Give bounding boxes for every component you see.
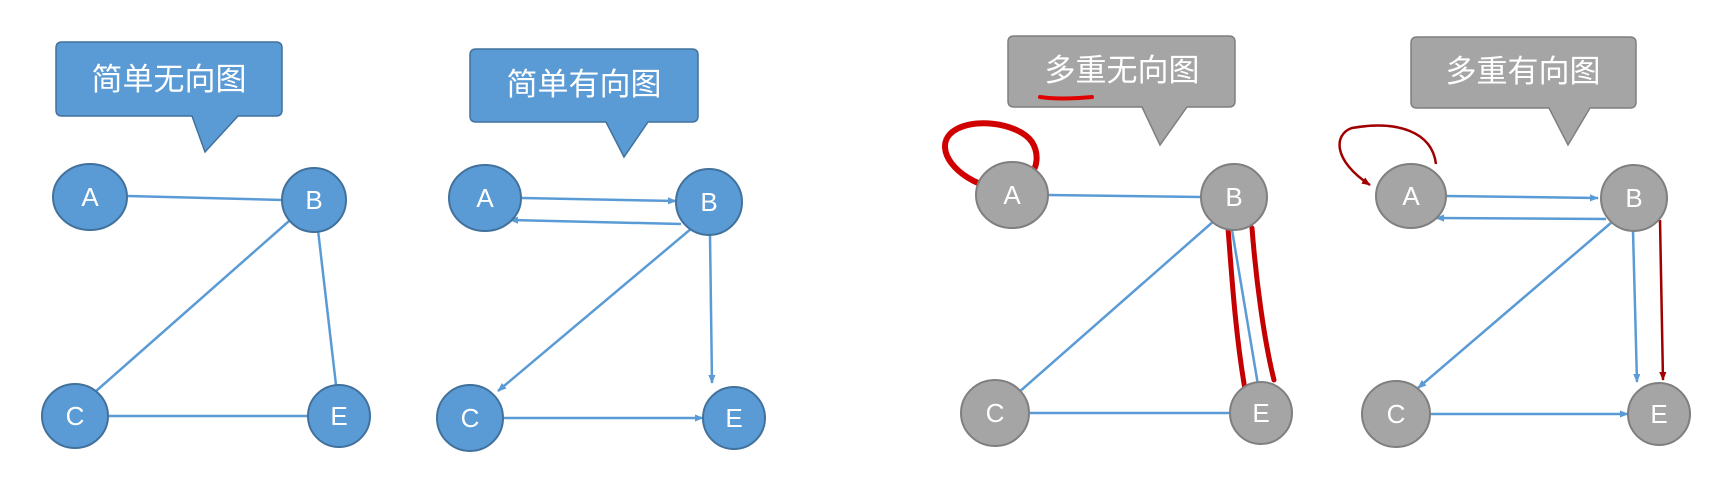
parallel-edge-annotation-1 bbox=[1225, 225, 1249, 398]
node-e: E bbox=[307, 384, 371, 448]
node-label: C bbox=[986, 398, 1005, 428]
callout-multi-directed: 多重有向图 bbox=[1410, 36, 1637, 147]
self-loop-a-annotation bbox=[942, 120, 1040, 191]
node-a: A bbox=[1375, 163, 1447, 229]
node-c: C bbox=[41, 383, 109, 449]
node-label: A bbox=[476, 183, 494, 213]
node-c: C bbox=[1361, 380, 1431, 448]
node-label: C bbox=[1387, 399, 1406, 429]
panel-title: 多重无向图 bbox=[1045, 53, 1200, 89]
edge-b-c bbox=[94, 213, 298, 393]
node-label: E bbox=[330, 401, 347, 431]
node-a: A bbox=[52, 163, 128, 231]
node-b: B bbox=[675, 168, 743, 236]
red-annotations bbox=[1338, 124, 1667, 381]
node-a: A bbox=[448, 164, 522, 232]
node-label: E bbox=[725, 403, 742, 433]
callout-multi-undirected: 多重无向图 bbox=[1007, 35, 1236, 147]
panel-multi-directed: 多重有向图 A B C E bbox=[1338, 36, 1691, 448]
edge-a-to-b bbox=[521, 196, 677, 205]
edge-b-to-a bbox=[1435, 214, 1607, 222]
edge-a-to-b bbox=[1444, 194, 1599, 202]
edge-b-e bbox=[1230, 229, 1260, 386]
parallel-edge-annotation-2 bbox=[1249, 225, 1277, 383]
node-b: B bbox=[281, 167, 347, 233]
node-e: E bbox=[1229, 381, 1293, 445]
node-c: C bbox=[436, 384, 504, 452]
edge-b-e bbox=[316, 229, 338, 386]
node-e: E bbox=[702, 386, 766, 450]
edges bbox=[94, 194, 338, 418]
node-label: B bbox=[700, 187, 717, 217]
panel-simple-undirected: 简单无向图 A B C E bbox=[41, 41, 371, 449]
node-label: E bbox=[1650, 399, 1667, 429]
node-e: E bbox=[1627, 382, 1691, 446]
node-b: B bbox=[1600, 164, 1668, 232]
callout-simple-directed: 简单有向图 bbox=[469, 48, 699, 159]
panel-multi-undirected: 多重无向图 A B C E bbox=[942, 35, 1293, 447]
edge-b-to-c bbox=[1417, 221, 1613, 389]
panel-title: 多重有向图 bbox=[1446, 54, 1601, 90]
panel-simple-directed: 简单有向图 A B C E bbox=[436, 48, 766, 452]
edge-a-b bbox=[1047, 193, 1203, 199]
node-label: B bbox=[1625, 183, 1642, 213]
node-label: A bbox=[81, 182, 99, 212]
panel-title: 简单无向图 bbox=[92, 62, 247, 98]
node-label: C bbox=[461, 403, 480, 433]
edge-a-b bbox=[127, 194, 284, 202]
edges bbox=[497, 196, 716, 422]
node-label: A bbox=[1402, 181, 1420, 211]
node-label: A bbox=[1003, 180, 1021, 210]
parallel-edge-b-to-e-arrow bbox=[1658, 219, 1667, 381]
node-label: E bbox=[1252, 398, 1269, 428]
self-loop-a-arrow bbox=[1338, 124, 1438, 187]
edge-b-c bbox=[1017, 219, 1216, 394]
edge-b-to-e bbox=[1631, 230, 1641, 383]
red-underline-annotation bbox=[1038, 95, 1094, 101]
edge-b-to-a bbox=[509, 216, 682, 226]
callout-simple-undirected: 简单无向图 bbox=[55, 41, 283, 154]
red-annotations bbox=[942, 120, 1277, 398]
node-label: C bbox=[66, 401, 85, 431]
edges bbox=[1417, 194, 1641, 418]
node-label: B bbox=[305, 185, 322, 215]
panel-title: 简单有向图 bbox=[507, 67, 662, 103]
node-b: B bbox=[1200, 163, 1268, 231]
node-c: C bbox=[960, 379, 1030, 447]
node-label: B bbox=[1225, 182, 1242, 212]
edges bbox=[1017, 193, 1260, 415]
edge-b-to-e bbox=[708, 234, 716, 384]
node-a: A bbox=[975, 161, 1049, 229]
edge-b-to-c bbox=[497, 227, 693, 392]
